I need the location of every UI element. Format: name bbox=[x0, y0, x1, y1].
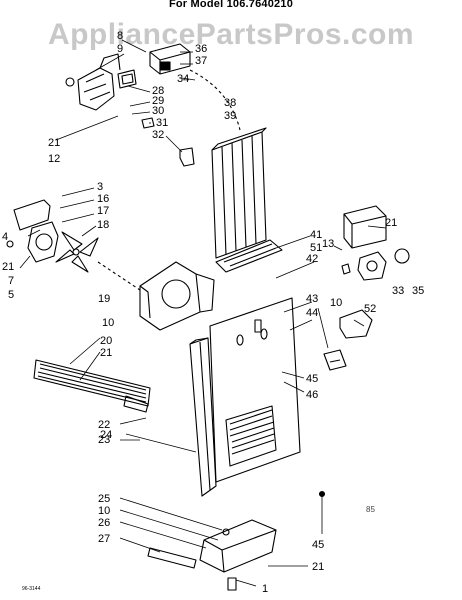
callout-21-right: 21 bbox=[385, 217, 397, 229]
callout-25: 25 bbox=[98, 493, 110, 505]
rear-panel bbox=[209, 297, 301, 483]
evaporator-cover bbox=[211, 127, 267, 259]
callout-23: 23 bbox=[98, 434, 110, 446]
callout-3: 3 bbox=[97, 181, 103, 193]
callout-20: 20 bbox=[100, 335, 112, 347]
clip-31 bbox=[141, 117, 155, 129]
part-10 bbox=[341, 263, 351, 275]
defrost-timer bbox=[343, 205, 387, 249]
callout-10-low: 10 bbox=[98, 505, 110, 517]
callout-35: 35 bbox=[412, 285, 424, 297]
damper-motor bbox=[357, 251, 387, 281]
air-duct bbox=[189, 337, 217, 497]
callout-34: 34 bbox=[177, 73, 189, 85]
fan-blade bbox=[55, 231, 99, 273]
callout-24-main: 24 bbox=[100, 429, 112, 441]
callout-30: 30 bbox=[152, 105, 164, 117]
callout-18: 18 bbox=[97, 219, 109, 231]
callout-19: 19 bbox=[98, 293, 110, 305]
callout-31: 31 bbox=[156, 117, 168, 129]
control-box bbox=[149, 43, 191, 75]
fan-shroud bbox=[139, 261, 215, 331]
callout-27: 27 bbox=[98, 533, 110, 545]
callout-37: 37 bbox=[195, 55, 207, 67]
callout-33: 33 bbox=[392, 285, 404, 297]
callout-51: 51 bbox=[310, 242, 322, 254]
screw-25 bbox=[222, 528, 230, 536]
callout-26: 26 bbox=[98, 517, 110, 529]
knob-35 bbox=[394, 248, 410, 264]
callout-32: 32 bbox=[152, 129, 164, 141]
callout-13: 13 bbox=[322, 238, 334, 250]
callout-45-low: 45 bbox=[312, 539, 324, 551]
callout-8: 8 bbox=[117, 30, 123, 42]
bracket-28 bbox=[117, 69, 137, 89]
bracket-52 bbox=[339, 309, 373, 339]
leader-lines bbox=[19, 39, 387, 587]
callout-29: 29 bbox=[152, 95, 164, 107]
callout-21-top: 21 bbox=[48, 137, 60, 149]
callout-5: 5 bbox=[8, 289, 14, 301]
model-title: For Model 106.7640210 bbox=[168, 0, 294, 10]
fan-housing-top bbox=[65, 53, 121, 111]
switch-45 bbox=[323, 349, 347, 371]
callout-38: 38 bbox=[224, 97, 236, 109]
drawing-code: 96-3144 bbox=[22, 586, 41, 592]
callout-44: 44 bbox=[306, 307, 318, 319]
callout-52: 52 bbox=[364, 303, 376, 315]
callout-16: 16 bbox=[97, 193, 109, 205]
drain-trough bbox=[215, 239, 283, 273]
page-mark: 85 bbox=[366, 505, 375, 514]
callout-4: 4 bbox=[2, 231, 8, 243]
air-grille bbox=[33, 359, 151, 413]
callout-10-mid: 10 bbox=[102, 317, 114, 329]
callout-9: 9 bbox=[117, 43, 123, 55]
watermark: AppliancePartsPros.com bbox=[47, 18, 415, 51]
callout-36: 36 bbox=[195, 43, 207, 55]
callout-21-low: 21 bbox=[312, 561, 324, 573]
callout-45-mid: 45 bbox=[306, 373, 318, 385]
callout-39: 39 bbox=[224, 110, 236, 122]
callout-22: 22 bbox=[98, 419, 110, 431]
drain-pan bbox=[199, 519, 277, 573]
clip-32 bbox=[179, 147, 195, 167]
callout-21-left: 21 bbox=[2, 261, 14, 273]
callout-1: 1 bbox=[262, 583, 268, 595]
callout-41: 41 bbox=[310, 229, 322, 241]
callout-42: 42 bbox=[306, 253, 318, 265]
callout-43: 43 bbox=[306, 293, 318, 305]
callout-7: 7 bbox=[8, 275, 14, 287]
callout-12: 12 bbox=[48, 153, 60, 165]
gasket-27 bbox=[147, 547, 197, 569]
callout-46: 46 bbox=[306, 389, 318, 401]
callout-21-mid: 21 bbox=[100, 347, 112, 359]
callout-10-right: 10 bbox=[330, 297, 342, 309]
callout-17: 17 bbox=[97, 205, 109, 217]
callout-28: 28 bbox=[152, 85, 164, 97]
fan-motor bbox=[6, 199, 59, 263]
